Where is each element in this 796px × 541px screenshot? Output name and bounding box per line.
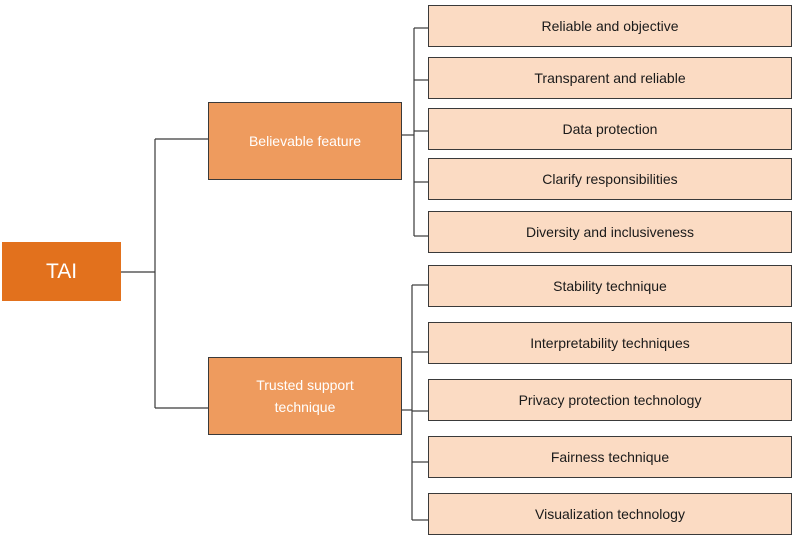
leaf-node: Transparent and reliable	[428, 57, 792, 99]
leaf-label: Stability technique	[553, 278, 667, 294]
leaf-label: Fairness technique	[550, 449, 670, 465]
branch-label: Believable feature	[248, 133, 362, 149]
leaf-label: Data protection	[562, 121, 658, 137]
leaf-label: Interpretability techniques	[530, 335, 690, 351]
leaf-label: Transparent and reliable	[534, 70, 686, 86]
branch-node-trusted-support-technique: Trusted support technique	[208, 357, 402, 435]
leaf-label: Clarify responsibilities	[542, 171, 678, 187]
leaf-label: Visualization technology	[535, 506, 685, 522]
leaf-node: Data protection	[428, 108, 792, 150]
leaf-label: Privacy protection technology	[518, 392, 702, 408]
leaf-label: Diversity and inclusiveness	[525, 224, 695, 240]
branch-node-believable-feature: Believable feature	[208, 102, 402, 180]
leaf-node: Fairness technique	[428, 436, 792, 478]
leaf-node: Reliable and objective	[428, 5, 792, 47]
leaf-node: Diversity and inclusiveness	[428, 211, 792, 253]
root-label: TAI	[45, 259, 78, 283]
leaf-node: Visualization technology	[428, 493, 792, 535]
branch-label: Trusted support technique	[256, 377, 354, 415]
leaf-node: Privacy protection technology	[428, 379, 792, 421]
root-node: TAI	[2, 242, 121, 301]
leaf-node: Clarify responsibilities	[428, 158, 792, 200]
leaf-node: Interpretability techniques	[428, 322, 792, 364]
leaf-node: Stability technique	[428, 265, 792, 307]
leaf-label: Reliable and objective	[541, 18, 679, 34]
